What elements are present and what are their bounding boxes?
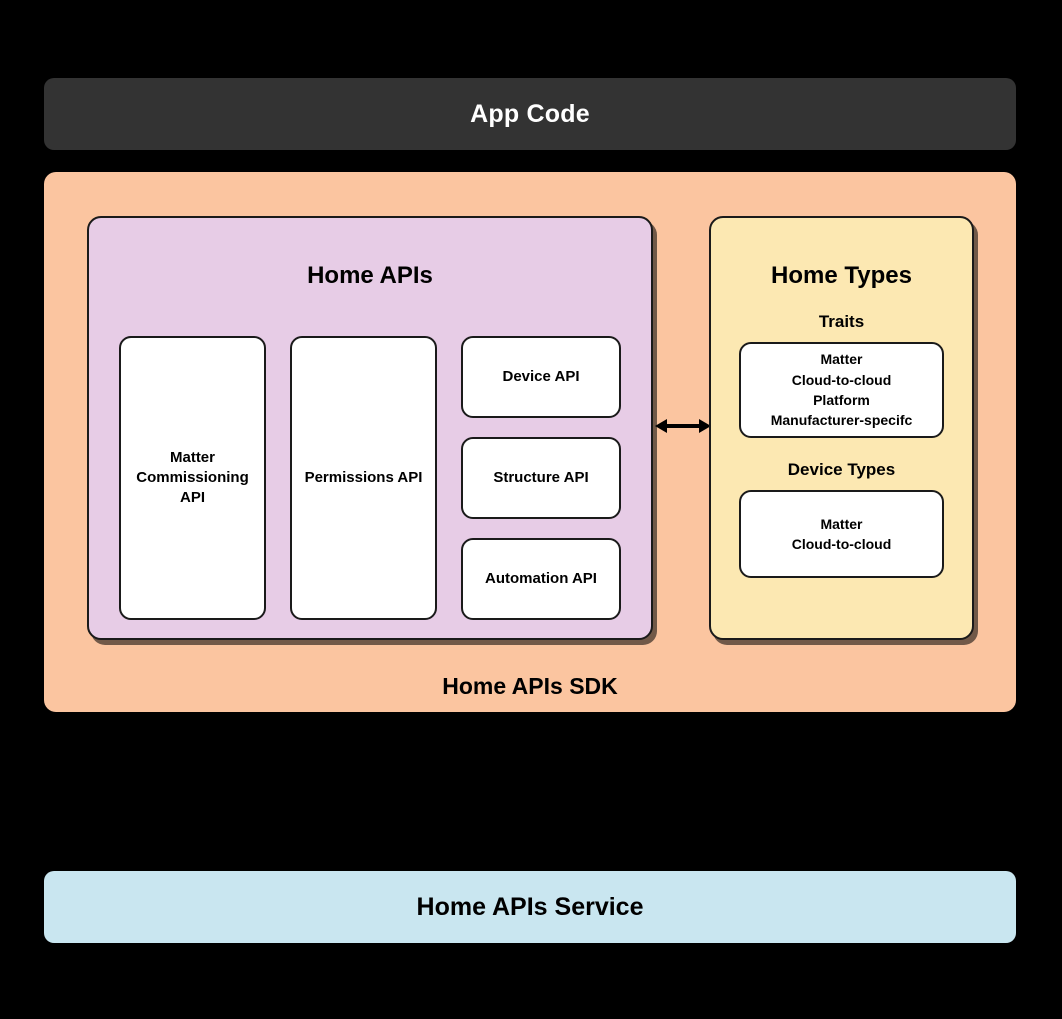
device-types-heading: Device Types (787, 460, 896, 479)
traits-heading: Traits (818, 312, 865, 331)
device-api-label: Device API (502, 367, 580, 385)
automation-api-card: Automation API (461, 538, 621, 620)
structure-api-card: Structure API (461, 437, 621, 519)
device-api-card: Device API (461, 336, 621, 418)
permissions-api-card: Permissions API (290, 336, 437, 620)
home-apis-title: Home APIs (307, 262, 433, 289)
home-apis-service-label: Home APIs Service (416, 892, 644, 921)
home-apis-sdk-label: Home APIs SDK (442, 673, 618, 699)
app-code-label: App Code (470, 99, 590, 128)
app-code-block: App Code (44, 78, 1016, 150)
automation-api-label: Automation API (485, 569, 597, 587)
bidirectional-arrow-icon (655, 414, 711, 438)
home-apis-service-block: Home APIs Service (44, 871, 1016, 943)
structure-api-label: Structure API (493, 468, 589, 486)
home-types-title: Home Types (771, 262, 912, 289)
permissions-api-label: Permissions API (304, 468, 423, 486)
api-card-stack: Device API Structure API Automation API (461, 336, 621, 620)
